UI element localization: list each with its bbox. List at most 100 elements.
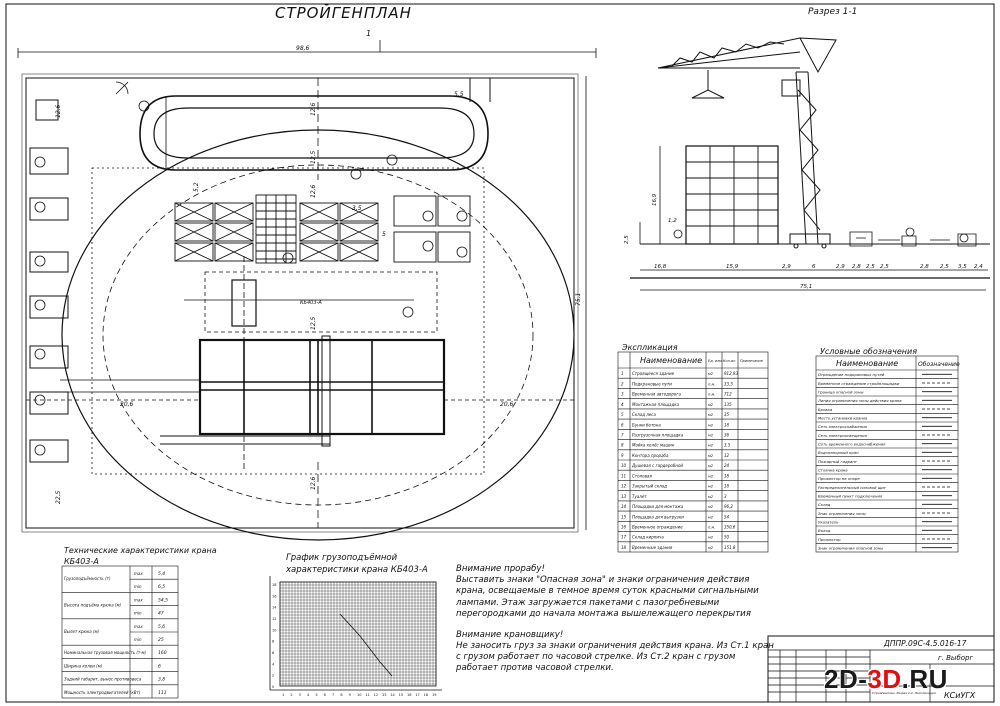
operator-note-heading: Внимание крановщику!: [456, 629, 564, 640]
explication-cell-unit: м2: [708, 464, 714, 468]
legend-col-symbol: Обозначение: [918, 361, 960, 368]
section-building: [685, 145, 779, 245]
legend-table: [815, 355, 959, 553]
explication-cell-n: 15: [621, 514, 627, 519]
graph-y-tick: 0: [272, 685, 274, 689]
explication-cell-name: Туалет: [632, 494, 647, 499]
explication-cell-unit: м2: [708, 433, 714, 437]
temporary-fence: [25, 77, 575, 529]
graph-y-tick: 16: [272, 594, 276, 598]
section-d8: 2,5: [880, 264, 889, 270]
explication-cell-qty: 24: [724, 463, 730, 468]
explication-cell-n: 4: [621, 402, 624, 407]
watermark-logo: 2D-3D.RU: [824, 664, 948, 695]
explication-cell-qty: 18: [724, 484, 730, 489]
section-d10: 2,5: [940, 264, 949, 270]
explication-cell-name: Закрытый склад: [632, 484, 667, 489]
crane-param: Ширина колеи (м): [64, 663, 103, 668]
legend-row-label: Прожектор на опоре: [818, 476, 860, 481]
stamp-code: ДППР.09С-4.5.016-17: [883, 639, 967, 648]
explication-cell-name: Площадка для выгрузки: [632, 514, 684, 519]
explication-cell-qty: 3,5: [724, 443, 731, 448]
graph-x-tick: 5: [315, 693, 317, 697]
legend-row-label: Въезд: [818, 528, 831, 533]
explication-cell-name: Склад леса: [632, 412, 656, 417]
crane-mark: КБ403-А: [300, 300, 322, 306]
graph-x-tick: 13: [382, 693, 386, 697]
graph-x-tick: 9: [349, 693, 351, 697]
foreman-note-text: Выставить знаки "Опасная зона" и знаки о…: [456, 575, 759, 619]
crane-value: 5,4: [158, 571, 165, 577]
legend-row-label: Временный пункт подключения: [818, 494, 883, 499]
operator-note-text: Не заносить груз за знаки ограничения де…: [456, 641, 774, 674]
crane-table: [61, 565, 179, 699]
crane-param: Номинальная грузовая мощность (т·м): [64, 650, 146, 655]
explication-cell-unit: м2: [708, 495, 714, 499]
graph-x-tick: 3: [299, 693, 301, 697]
explication-cell-qty: 3: [724, 494, 727, 499]
explication-cell-name: Разгрузочная площадка: [632, 432, 684, 437]
explication-cell-name: Строящееся здание: [632, 371, 675, 376]
temporary-buildings: [29, 99, 69, 463]
section-drawing: [630, 37, 990, 291]
legend-row-label: Указатель: [818, 520, 839, 525]
explication-cell-unit: м2: [708, 372, 714, 376]
crane-value: 3,8: [158, 677, 165, 683]
explication-cell-n: 9: [621, 453, 624, 458]
legend-row-label: Распределительный силовой щит: [818, 485, 887, 490]
section-d11: 3,5: [958, 264, 967, 270]
legend-row-label: Знак ограничения зоны: [818, 511, 866, 516]
explication-cell-n: 1: [621, 371, 624, 376]
explication-cell-qty: 33,5: [724, 381, 733, 386]
explication-cell-n: 12: [621, 484, 627, 489]
graph-x-tick: 12: [374, 693, 378, 697]
explication-cell-unit: м2: [708, 444, 714, 448]
explication-cell-qty: 50: [724, 535, 730, 540]
explication-cell-unit: п.м.: [708, 393, 715, 397]
legend-title: Условные обозначения: [820, 347, 917, 356]
legend-row-label: Временное ограждение стройплощадки: [818, 381, 900, 386]
explication-cell-unit: м2: [708, 423, 714, 427]
dim-mid-c: 12,6: [310, 184, 317, 198]
load-graph-title-2: характеристики крана КБ403-А: [285, 565, 428, 575]
graph-y-tick: 2: [272, 674, 274, 678]
crane-value: 6: [158, 663, 161, 669]
explication-cell-n: 18: [621, 545, 627, 550]
load-graph-title-1: График грузоподъёмной: [286, 553, 398, 563]
legend-row-label: Знак ограничения опасной зоны: [818, 546, 883, 551]
building-under-construction: [184, 256, 446, 470]
explication-cell-n: 16: [621, 524, 627, 529]
graph-y-tick: 12: [272, 617, 276, 621]
crane-value: 47: [158, 611, 164, 617]
graph-x-tick: 6: [324, 693, 326, 697]
crane-sub: min: [134, 584, 142, 589]
legend-row-label: Сеть электроснабжения: [818, 424, 868, 429]
explication-cell-unit: м2: [708, 485, 714, 489]
dim-store-2: 5: [382, 231, 386, 238]
dim-top: 98,6: [296, 45, 310, 52]
crane-table-title-1: Технические характеристики крана: [64, 546, 217, 555]
explication-cell-unit: м2: [708, 505, 714, 509]
crane-value: 54,5: [158, 597, 168, 603]
stamp-sheet-desc: Стройгенплан. Разрез 1-1. Экспликация: [872, 691, 936, 695]
explication-cell-qty: 18: [724, 473, 730, 478]
title-block: [767, 635, 995, 703]
explication-cell-unit: м2: [708, 403, 714, 407]
explication-cell-unit: м2: [708, 454, 714, 458]
crane-value: 5,6: [158, 624, 165, 630]
explication-cell-name: Столовая: [632, 473, 652, 478]
stamp-org: КСиУГХ: [944, 691, 976, 700]
dim-axis-b: 5,2: [193, 182, 200, 192]
explication-cell-qty: 912,93: [724, 371, 738, 376]
tower-crane: [657, 37, 837, 249]
explication-title: Экспликация: [621, 343, 678, 352]
explication-cell-qty: 712: [724, 392, 732, 397]
explication-cell-name: Временные здания: [632, 545, 673, 550]
explication-cell-name: Бунки бетона: [632, 422, 661, 427]
legend-row-label: Линия ограничения зоны действия крана: [817, 398, 902, 403]
explication-cell-unit: п.м.: [708, 382, 715, 386]
legend-row-label: Стоянка крана: [818, 468, 848, 473]
section-total: 75,1: [800, 284, 812, 290]
dim-mid-e: 12,6: [310, 476, 317, 490]
